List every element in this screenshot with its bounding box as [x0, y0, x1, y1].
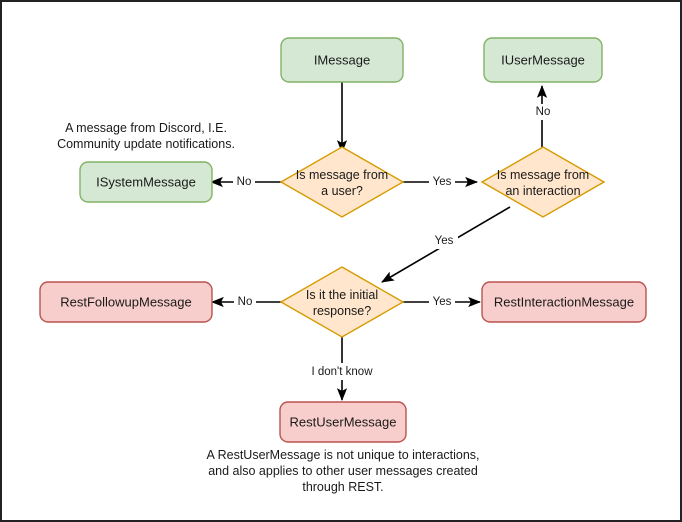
note-system-message: A message from Discord, I.E. Community u… [57, 121, 235, 151]
decision-is-it-the-initial-response-line1: Is it the initial [306, 288, 378, 302]
edge-user-decision-yes-to-interaction-decision: Yes [402, 173, 478, 189]
node-imessage-shape[interactable] [280, 37, 404, 83]
node-isystemmessage-label: ISystemMessage [96, 174, 196, 189]
node-isystemmessage[interactable]: ISystemMessage [79, 161, 213, 203]
node-restusermessage[interactable]: RestUserMessage [279, 401, 407, 443]
edge-label-user-yes: Yes [433, 176, 452, 188]
node-isystemmessage-shape[interactable] [79, 161, 213, 203]
decision-is-message-from-an-interaction-line2: an interaction [505, 184, 580, 198]
decision-is-message-from-a-user-shape[interactable] [279, 146, 405, 218]
note-rest-user-message: A RestUserMessage is not unique to inter… [206, 448, 479, 494]
edge-initial-decision-unknown-to-restusermessage: I don't know [300, 332, 384, 401]
decision-is-message-from-an-interaction-line1: Is message from [497, 168, 589, 182]
node-restinteractionmessage-shape[interactable] [481, 281, 647, 323]
node-imessage[interactable]: IMessage [280, 37, 404, 83]
node-iusermessage[interactable]: IUserMessage [483, 37, 603, 83]
note-rest-user-message-line1: A RestUserMessage is not unique to inter… [206, 448, 479, 462]
decision-is-message-from-a-user-line2: a user? [321, 184, 363, 198]
edge-label-interaction-yes: Yes [435, 235, 454, 247]
node-restinteractionmessage[interactable]: RestInteractionMessage [481, 281, 647, 323]
decision-is-it-the-initial-response-line2: response? [313, 304, 371, 318]
decision-is-it-the-initial-response[interactable]: Is it the initial response? [279, 266, 405, 338]
node-restusermessage-label: RestUserMessage [290, 414, 397, 429]
node-restinteractionmessage-label: RestInteractionMessage [494, 294, 634, 309]
note-system-message-line2: Community update notifications. [57, 137, 235, 151]
decision-is-it-the-initial-response-shape[interactable] [279, 266, 405, 338]
node-restfollowupmessage[interactable]: RestFollowupMessage [39, 281, 213, 323]
decision-is-message-from-an-interaction[interactable]: Is message from an interaction [480, 146, 606, 218]
edge-interaction-decision-yes-to-initial-decision: Yes [381, 206, 511, 283]
edge-initial-decision-yes-to-restinteractionmessage: Yes [402, 293, 481, 309]
node-restfollowupmessage-label: RestFollowupMessage [60, 294, 192, 309]
edge-label-user-no: No [237, 176, 252, 188]
node-iusermessage-shape[interactable] [483, 37, 603, 83]
decision-is-message-from-an-interaction-shape[interactable] [480, 146, 606, 218]
note-system-message-line1: A message from Discord, I.E. [65, 121, 227, 135]
edge-label-interaction-no: No [536, 106, 551, 118]
edge-initial-decision-no-to-restfollowupmessage: No [211, 293, 282, 309]
node-iusermessage-label: IUserMessage [501, 52, 585, 67]
edge-user-decision-no-to-isystemmessage: No [210, 173, 282, 189]
decision-is-message-from-a-user[interactable]: Is message from a user? [279, 146, 405, 218]
note-rest-user-message-line2: and also applies to other user messages … [208, 464, 478, 478]
edge-label-initial-yes: Yes [433, 296, 452, 308]
node-restfollowupmessage-shape[interactable] [39, 281, 213, 323]
note-rest-user-message-line3: through REST. [302, 480, 383, 494]
edge-interaction-decision-no-to-iusermessage: No [532, 85, 554, 154]
edge-label-initial-no: No [238, 296, 253, 308]
decision-is-message-from-a-user-line1: Is message from [296, 168, 388, 182]
node-restusermessage-shape[interactable] [279, 401, 407, 443]
node-imessage-label: IMessage [314, 52, 370, 67]
edge-label-initial-unknown: I don't know [311, 366, 373, 378]
